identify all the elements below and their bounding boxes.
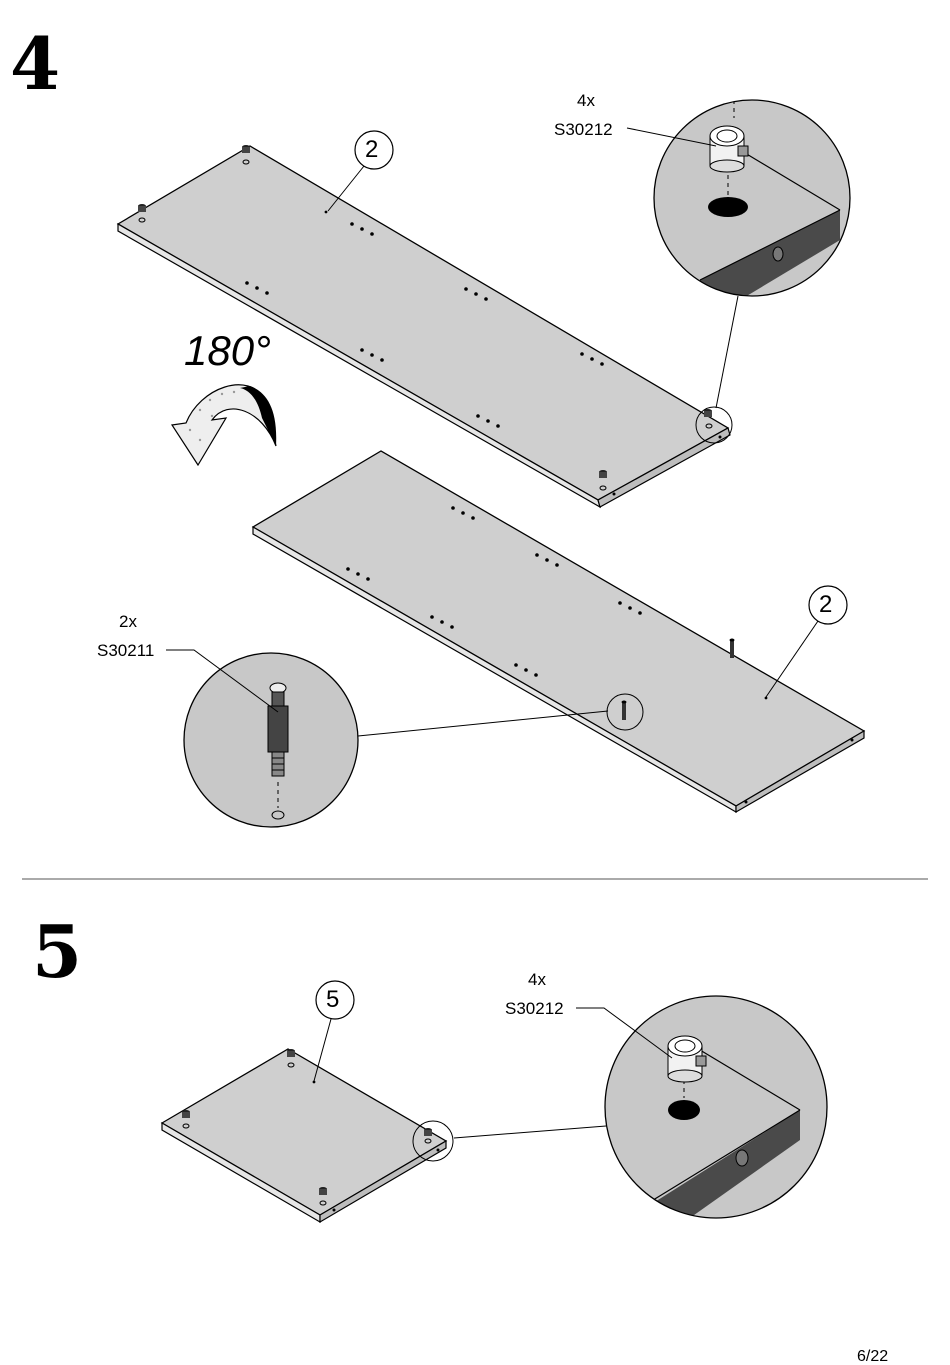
cam-quantity-step4: 4x [577, 92, 595, 109]
cam-code-step4: S30212 [554, 121, 613, 138]
panel-callout-top [328, 131, 393, 211]
rotate-arrow-icon [172, 385, 276, 465]
cam-code-step5: S30212 [505, 1000, 564, 1017]
cam-quantity-step5: 4x [528, 971, 546, 988]
page-number: 6/22 [857, 1349, 888, 1365]
panel-top-step4 [118, 145, 730, 507]
step-number-5: 5 [32, 916, 82, 988]
cam-lock-icon [710, 126, 748, 172]
cam-detail-step5 [454, 990, 827, 1225]
dowel-icon [622, 701, 627, 721]
dowel-icon [730, 639, 735, 659]
rotation-label: 180° [184, 330, 271, 372]
panel-number-step5: 5 [326, 988, 339, 1012]
panel-step5 [162, 1049, 453, 1222]
step-number-4: 4 [10, 28, 60, 100]
panel-number-bottom: 2 [819, 593, 832, 617]
dowel-code-step4: S30211 [97, 642, 154, 659]
dowel-quantity-step4: 2x [119, 613, 137, 630]
cam-lock-icon [668, 1036, 706, 1082]
panel-callout-bottom [766, 586, 847, 697]
panel-number-top: 2 [365, 138, 378, 162]
